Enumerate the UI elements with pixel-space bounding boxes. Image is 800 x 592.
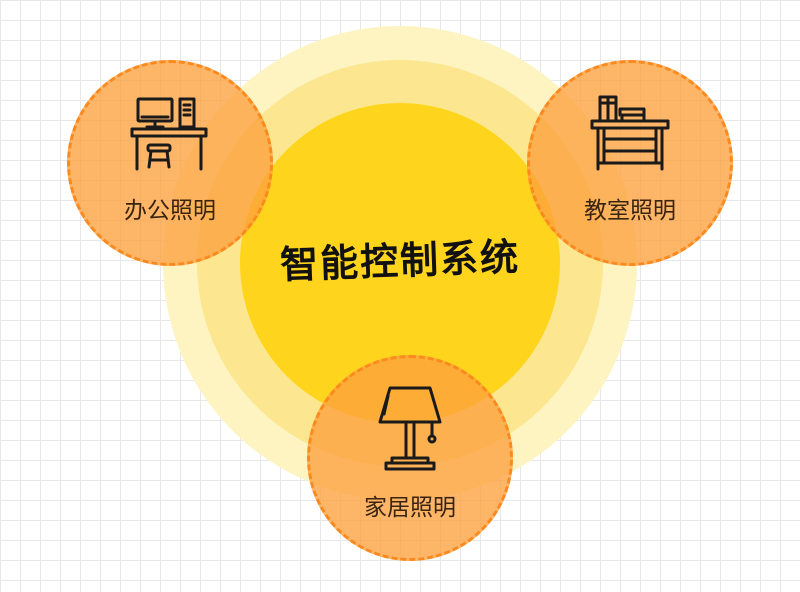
node-classroom-lighting: 教室照明 xyxy=(527,60,733,266)
node-label: 教室照明 xyxy=(584,198,676,224)
node-office-lighting: 办公照明 xyxy=(67,60,273,266)
bookshelf-desk-icon xyxy=(590,93,670,178)
node-label: 家居照明 xyxy=(364,495,456,521)
office-desk-computer-icon xyxy=(130,93,210,178)
node-home-lighting: 家居照明 xyxy=(307,355,513,561)
table-lamp-icon xyxy=(370,382,450,477)
node-label: 办公照明 xyxy=(124,198,216,224)
center-title: 智能控制系统 xyxy=(279,234,521,288)
